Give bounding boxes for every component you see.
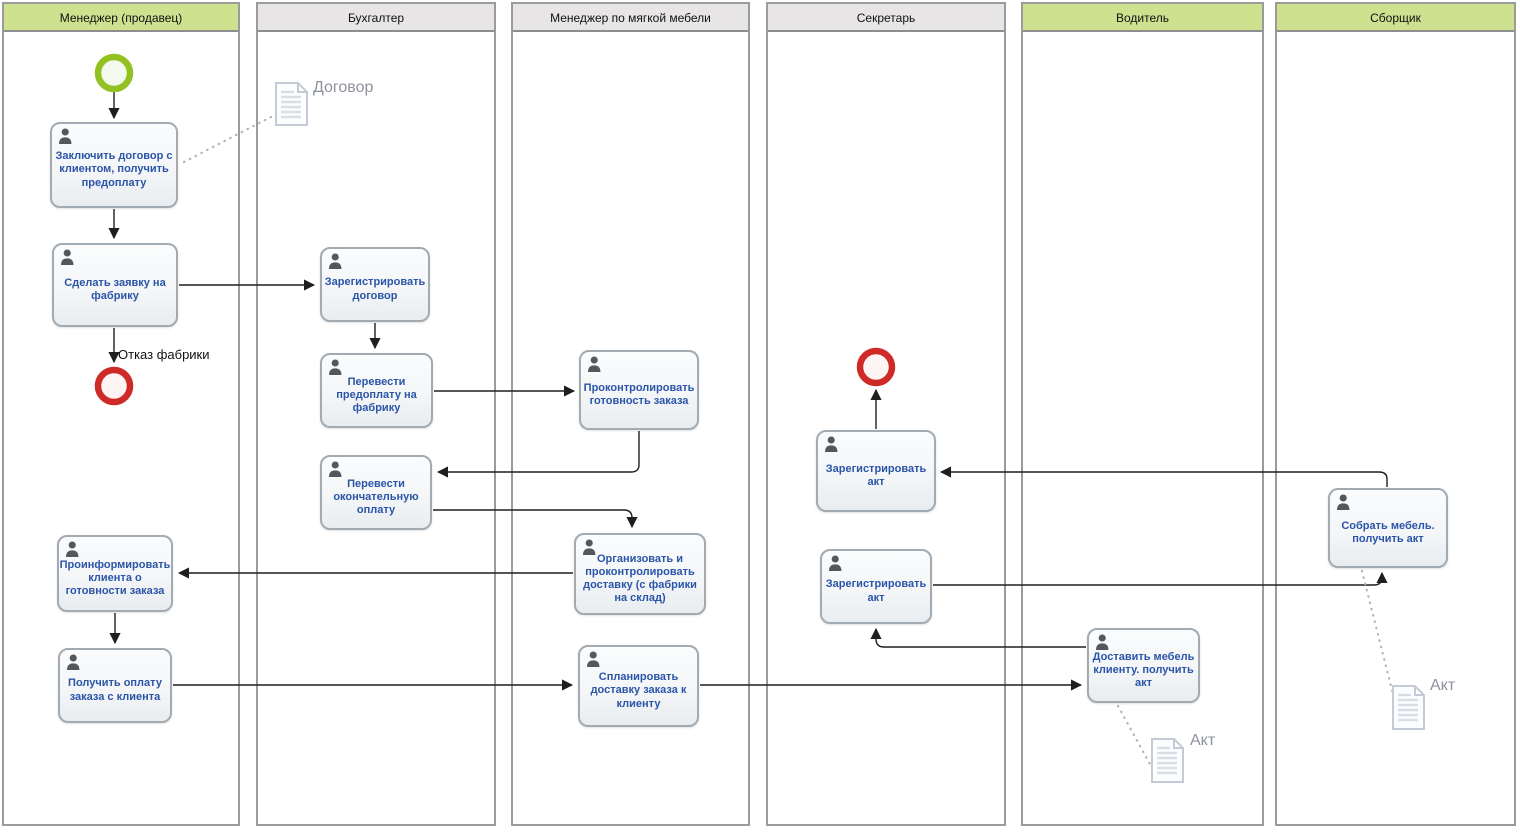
task-label: Сделать заявку на фабрику bbox=[64, 276, 166, 302]
task-assemble-furniture[interactable]: Собрать мебель. получить акт bbox=[1328, 488, 1448, 568]
user-icon bbox=[61, 249, 74, 265]
user-icon bbox=[329, 359, 342, 375]
lane-header-manager-seller[interactable]: Менеджер (продавец) bbox=[4, 4, 238, 32]
task-label: Спланировать доставку заказа к клиенту bbox=[590, 671, 687, 710]
lane-header-secretary[interactable]: Секретарь bbox=[768, 4, 1004, 32]
flow-label-factory-refusal: Отказ фабрики bbox=[118, 347, 210, 362]
task-label: Перевести окончательную оплату bbox=[333, 477, 419, 517]
user-icon bbox=[329, 253, 342, 269]
task-label: Заключить договор с клиентом, получить п… bbox=[55, 150, 173, 189]
document-label-akt-assembler: Акт bbox=[1430, 677, 1456, 694]
task-receive-payment[interactable]: Получить оплату заказа с клиента bbox=[58, 648, 172, 723]
lane-header-accountant[interactable]: Бухгалтер bbox=[258, 4, 494, 32]
task-transfer-prepayment[interactable]: Перевести предоплату на фабрику bbox=[320, 353, 433, 428]
lane-assembler: Сборщик bbox=[1275, 2, 1516, 826]
user-icon bbox=[1096, 634, 1109, 650]
task-label: Собрать мебель. получить акт bbox=[1341, 519, 1435, 545]
document-label-akt-driver: Акт bbox=[1190, 732, 1216, 749]
task-deliver-furniture[interactable]: Доставить мебель клиенту. получить акт bbox=[1087, 628, 1200, 703]
task-label: Перевести предоплату на фабрику bbox=[336, 375, 417, 415]
task-register-act-2[interactable]: Зарегистрировать акт bbox=[820, 549, 932, 624]
user-icon bbox=[66, 541, 79, 557]
task-inform-client[interactable]: Проинформировать клиента о готовности за… bbox=[57, 535, 173, 612]
task-control-readiness[interactable]: Проконтролировать готовность заказа bbox=[579, 350, 699, 430]
lane-header-soft-furniture-manager[interactable]: Менеджер по мягкой мебели bbox=[513, 4, 748, 32]
task-label: Проинформировать клиента о готовности за… bbox=[59, 558, 171, 598]
task-label: Зарегистрировать акт bbox=[825, 578, 927, 604]
task-label: Доставить мебель клиенту. получить акт bbox=[1092, 650, 1195, 690]
task-label: Организовать и проконтролировать доставк… bbox=[583, 552, 697, 605]
lane-header-driver[interactable]: Водитель bbox=[1023, 4, 1262, 32]
user-icon bbox=[588, 356, 601, 372]
task-label: Зарегистрировать договор bbox=[324, 276, 426, 302]
task-label: Проконтролировать готовность заказа bbox=[583, 381, 695, 407]
task-label: Зарегистрировать акт bbox=[825, 462, 927, 488]
user-icon bbox=[67, 654, 80, 670]
lane-header-assembler[interactable]: Сборщик bbox=[1277, 4, 1514, 32]
lane-accountant: Бухгалтер bbox=[256, 2, 496, 826]
task-factory-request[interactable]: Сделать заявку на фабрику bbox=[52, 243, 178, 327]
task-label: Получить оплату заказа с клиента bbox=[68, 677, 162, 703]
user-icon bbox=[587, 651, 600, 667]
task-plan-delivery[interactable]: Спланировать доставку заказа к клиенту bbox=[578, 645, 699, 727]
user-icon bbox=[59, 128, 72, 144]
user-icon bbox=[829, 555, 842, 571]
lane-secretary: Секретарь bbox=[766, 2, 1006, 826]
task-organize-delivery[interactable]: Организовать и проконтролировать доставк… bbox=[574, 533, 706, 615]
user-icon bbox=[825, 436, 838, 452]
task-conclude-contract[interactable]: Заключить договор с клиентом, получить п… bbox=[50, 122, 178, 208]
task-register-contract[interactable]: Зарегистрировать договор bbox=[320, 247, 430, 322]
user-icon bbox=[1337, 494, 1350, 510]
document-label-dogovor: Договор bbox=[313, 79, 374, 96]
task-transfer-final-payment[interactable]: Перевести окончательную оплату bbox=[320, 455, 432, 530]
task-register-act-1[interactable]: Зарегистрировать акт bbox=[816, 430, 936, 512]
user-icon bbox=[329, 461, 342, 477]
user-icon bbox=[583, 539, 596, 555]
